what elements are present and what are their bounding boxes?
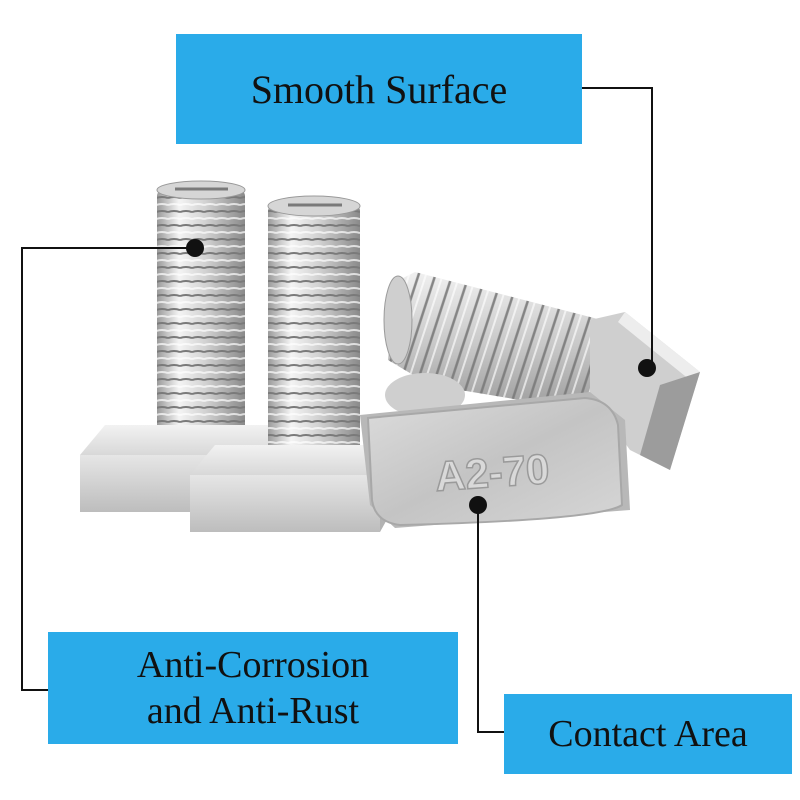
callout-anti-corrosion-line1: Anti-Corrosion — [136, 644, 370, 686]
callout-smooth-surface-text: Smooth Surface — [250, 66, 508, 112]
leader-line-anti-corrosion — [21, 239, 204, 691]
bolt-front-head: A2-70 — [360, 373, 630, 528]
leader-line-smooth-surface — [582, 87, 656, 377]
leader-line-contact-area — [469, 496, 504, 733]
head-marking-text: A2-70 — [433, 445, 550, 500]
callout-contact-area: Contact Area — [504, 694, 792, 774]
callout-smooth-surface: Smooth Surface — [176, 34, 582, 144]
callout-anti-corrosion: Anti-Corrosion and Anti-Rust — [48, 632, 458, 744]
callout-contact-area-text: Contact Area — [548, 713, 748, 755]
callout-anti-corrosion-line2: and Anti-Rust — [146, 690, 360, 732]
